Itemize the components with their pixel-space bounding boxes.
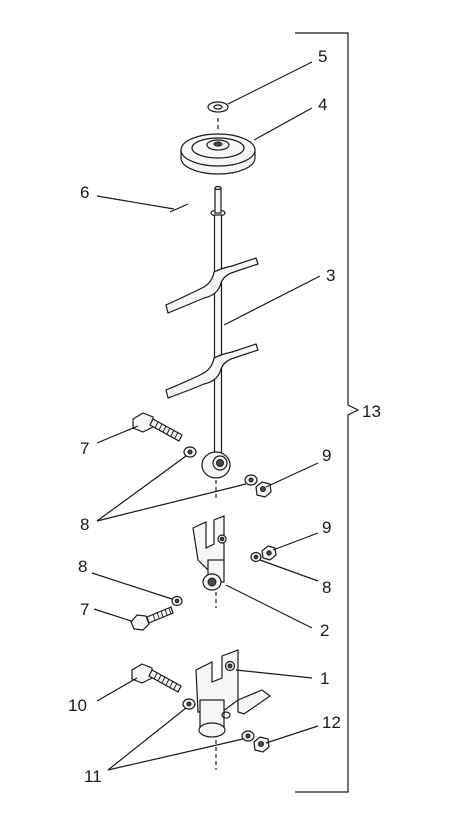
part-11-washer-left <box>182 698 196 710</box>
leader-lines <box>91 61 321 771</box>
callout-6: 6 <box>80 183 89 202</box>
part-7-bolt-lower <box>130 606 174 631</box>
callout-11: 11 <box>84 767 102 786</box>
part-6-pin <box>169 203 189 213</box>
callout-9-upper: 9 <box>322 446 331 465</box>
part-8-washer-lower-right <box>250 551 262 563</box>
callout-8-lower-right: 8 <box>322 578 331 597</box>
part-5-washer <box>207 101 229 113</box>
part-9-nut-lower <box>261 545 277 561</box>
callout-8-lower-left: 8 <box>78 557 87 576</box>
part-8-washer-upper-left <box>183 446 197 458</box>
part-12-nut <box>253 736 270 753</box>
part-1-lever-bracket <box>195 649 272 738</box>
callout-10: 10 <box>68 696 87 715</box>
callout-13: 13 <box>362 402 381 421</box>
callout-5: 5 <box>318 47 327 66</box>
part-9-nut-upper <box>255 481 272 498</box>
callout-12: 12 <box>322 713 341 732</box>
callout-9-lower: 9 <box>322 518 331 537</box>
callout-3: 3 <box>326 266 335 285</box>
part-10-bolt <box>131 663 182 693</box>
part-3-shaft <box>165 185 259 479</box>
callout-7-lower: 7 <box>80 600 89 619</box>
assembly-bracket <box>295 32 360 793</box>
callout-2: 2 <box>320 621 329 640</box>
part-8-washer-upper-right <box>244 474 258 486</box>
part-11-washer-right <box>241 730 255 742</box>
part-2-connector <box>192 515 227 591</box>
part-8-washer-lower-left <box>171 595 183 607</box>
callout-8-upper: 8 <box>80 515 89 534</box>
callout-4: 4 <box>318 95 327 114</box>
callout-7-upper: 7 <box>80 439 89 458</box>
part-4-pulley <box>180 133 256 175</box>
callout-1: 1 <box>320 669 329 688</box>
part-7-bolt-upper <box>132 412 183 442</box>
